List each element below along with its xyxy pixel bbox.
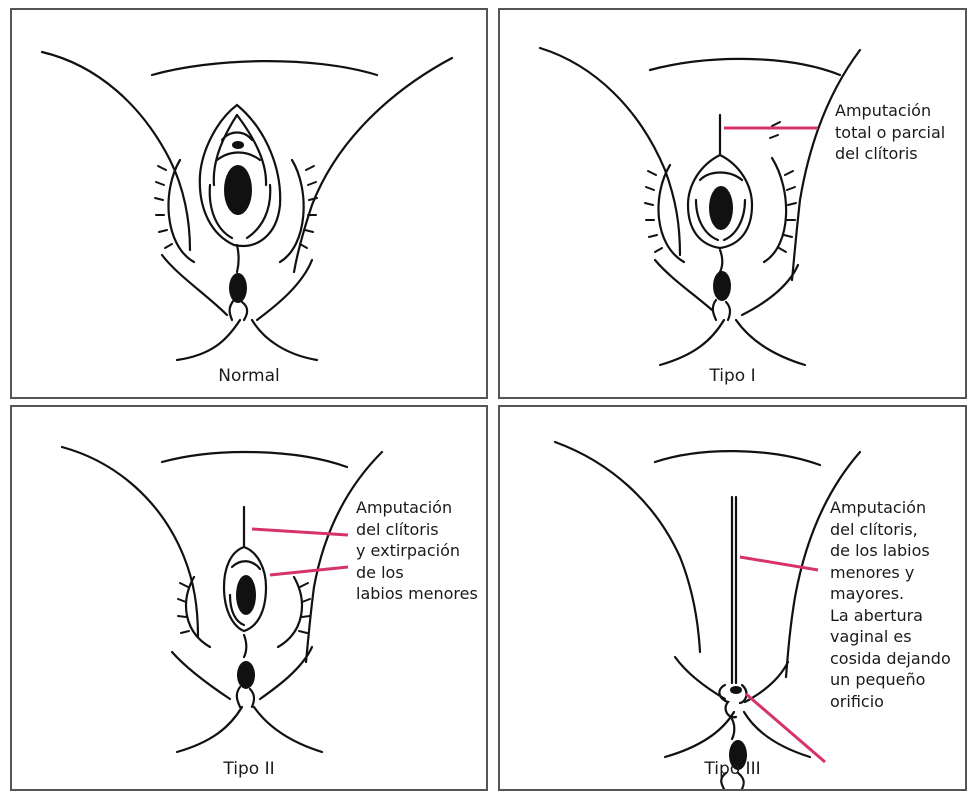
illustration-normal <box>12 10 488 399</box>
annotation-line: y extirpación <box>356 540 478 562</box>
annotation-line: del clítoris <box>356 519 478 541</box>
annotation-line: de los labios <box>830 540 951 562</box>
annotation-line: mayores. <box>830 583 951 605</box>
annotation-line: Amputación <box>356 497 478 519</box>
annotation-line: cosida dejando <box>830 648 951 670</box>
panel-normal: Normal <box>10 8 488 399</box>
caption-tipo-ii: Tipo II <box>12 759 486 779</box>
annotation-line: vaginal es <box>830 626 951 648</box>
annotation-tipo-iii: Amputación del clítoris, de los labios m… <box>830 497 951 712</box>
annotation-line: del clítoris, <box>830 519 951 541</box>
pointer-line-labia <box>270 567 348 575</box>
pointer-line-clitoris <box>252 529 348 535</box>
panel-tipo-i: Amputación total o parcial del clítoris … <box>498 8 967 399</box>
annotation-line: La abertura <box>830 605 951 627</box>
annotation-line: un pequeño <box>830 669 951 691</box>
panel-tipo-ii: Amputación del clítoris y extirpación de… <box>10 405 488 791</box>
annotation-line: Amputación <box>835 100 945 122</box>
caption-tipo-iii: Tipo III <box>500 759 965 779</box>
annotation-line: Amputación <box>830 497 951 519</box>
annotation-line: orificio <box>830 691 951 713</box>
annotation-tipo-ii: Amputación del clítoris y extirpación de… <box>356 497 478 605</box>
annotation-line: labios menores <box>356 583 478 605</box>
caption-normal: Normal <box>12 366 486 386</box>
annotation-tipo-i: Amputación total o parcial del clítoris <box>835 100 945 165</box>
caption-tipo-i: Tipo I <box>500 366 965 386</box>
panel-tipo-iii: Amputación del clítoris, de los labios m… <box>498 405 967 791</box>
annotation-line: menores y <box>830 562 951 584</box>
pointer-line-clitoris <box>740 557 818 570</box>
annotation-line: del clítoris <box>835 143 945 165</box>
annotation-line: total o parcial <box>835 122 945 144</box>
illustration-tipo-i <box>500 10 967 399</box>
annotation-line: de los <box>356 562 478 584</box>
